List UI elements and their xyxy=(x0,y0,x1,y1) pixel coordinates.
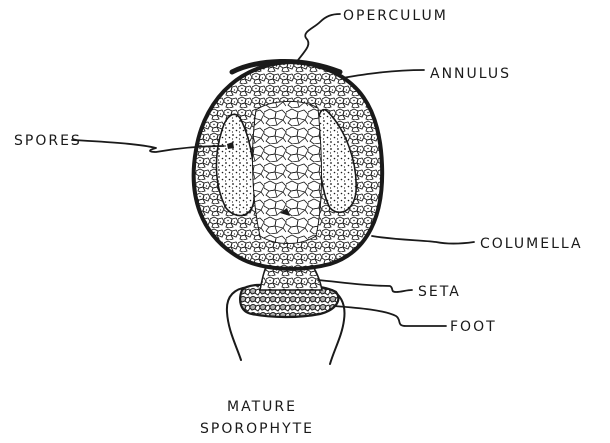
label-columella: COLUMELLA xyxy=(480,236,583,252)
leader-annulus xyxy=(342,70,424,78)
label-annulus: ANNULUS xyxy=(430,66,511,82)
label-seta: SETA xyxy=(418,284,461,300)
label-operculum: OPERCULUM xyxy=(343,8,448,24)
leader-operculum xyxy=(298,14,340,60)
caption-line-2: SPOROPHYTE xyxy=(200,421,314,437)
caption-line-1: MATURE xyxy=(227,399,297,415)
leader-columella xyxy=(372,236,474,244)
label-foot: FOOT xyxy=(450,319,497,335)
leader-foot xyxy=(334,306,446,326)
columella-region xyxy=(253,101,322,243)
label-spores: SPORES xyxy=(14,133,82,149)
